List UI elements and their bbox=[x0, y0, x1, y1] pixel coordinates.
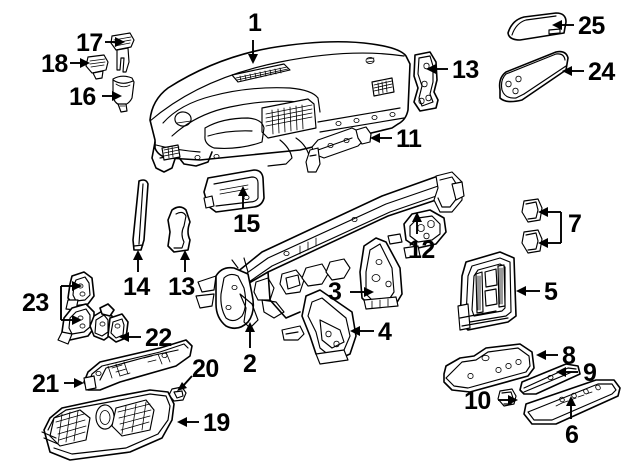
callout-label-13: 13 bbox=[452, 56, 479, 84]
callout-label-22: 22 bbox=[145, 324, 172, 352]
callout-label-16: 16 bbox=[69, 83, 96, 111]
callout-label-6: 6 bbox=[565, 421, 579, 449]
callout-label-9: 9 bbox=[583, 359, 597, 387]
part-16-retainer-cup bbox=[112, 75, 135, 113]
part-3-center-support-bracket bbox=[359, 233, 403, 310]
part-21-lower-reinforcement bbox=[83, 339, 193, 391]
part-13b-left-end-cap bbox=[167, 206, 191, 253]
callout-label-24: 24 bbox=[588, 58, 615, 86]
callout-leaders bbox=[60, 20, 584, 427]
part-cross-car-beam-assembly bbox=[195, 171, 465, 330]
callout-label-23: 23 bbox=[22, 289, 49, 317]
callout-label-20: 20 bbox=[192, 355, 219, 383]
callout-label-12: 12 bbox=[408, 236, 435, 264]
callout-label-11: 11 bbox=[396, 125, 422, 153]
part-15-glovebox-handle-housing bbox=[203, 169, 265, 213]
part-18-retainer-cap bbox=[85, 54, 109, 80]
part-5-center-stack-bezel bbox=[457, 251, 517, 331]
callout-label-2: 2 bbox=[243, 350, 257, 378]
part-24-airbag-module bbox=[498, 50, 569, 103]
callout-label-7: 7 bbox=[568, 210, 582, 238]
callout-label-13b: 13 bbox=[168, 273, 195, 301]
callout-label-10: 10 bbox=[464, 387, 491, 415]
callout-label-8: 8 bbox=[562, 342, 576, 370]
part-14-a-pillar-molding bbox=[132, 179, 149, 251]
callout-label-15: 15 bbox=[233, 210, 260, 238]
part-23-side-bracket-pair bbox=[57, 271, 95, 345]
callout-label-19: 19 bbox=[203, 409, 230, 437]
part-11-reinforcement-bar bbox=[305, 126, 372, 173]
callout-label-4: 4 bbox=[378, 318, 392, 346]
callout-label-14: 14 bbox=[123, 273, 150, 301]
callout-label-21: 21 bbox=[32, 370, 59, 398]
part-19-knee-bolster-trim bbox=[41, 389, 175, 461]
callout-label-5: 5 bbox=[544, 278, 558, 306]
part-7-retaining-clips bbox=[521, 198, 543, 254]
part-10-spacer-block bbox=[497, 388, 517, 407]
callout-label-25: 25 bbox=[578, 12, 605, 40]
callout-label-3: 3 bbox=[328, 278, 342, 306]
part-8-glovebox-inner-panel bbox=[443, 343, 535, 393]
part-17-defroster-clip bbox=[110, 32, 135, 73]
part-main-instrument-panel bbox=[149, 40, 411, 173]
callout-label-17: 17 bbox=[76, 29, 103, 57]
part-4-console-mounting-bracket bbox=[281, 289, 357, 365]
part-13-right-end-cap bbox=[413, 51, 439, 112]
callout-label-1: 1 bbox=[248, 9, 262, 37]
callout-label-18: 18 bbox=[41, 50, 68, 78]
part-25-airbag-door-cover bbox=[507, 12, 567, 41]
